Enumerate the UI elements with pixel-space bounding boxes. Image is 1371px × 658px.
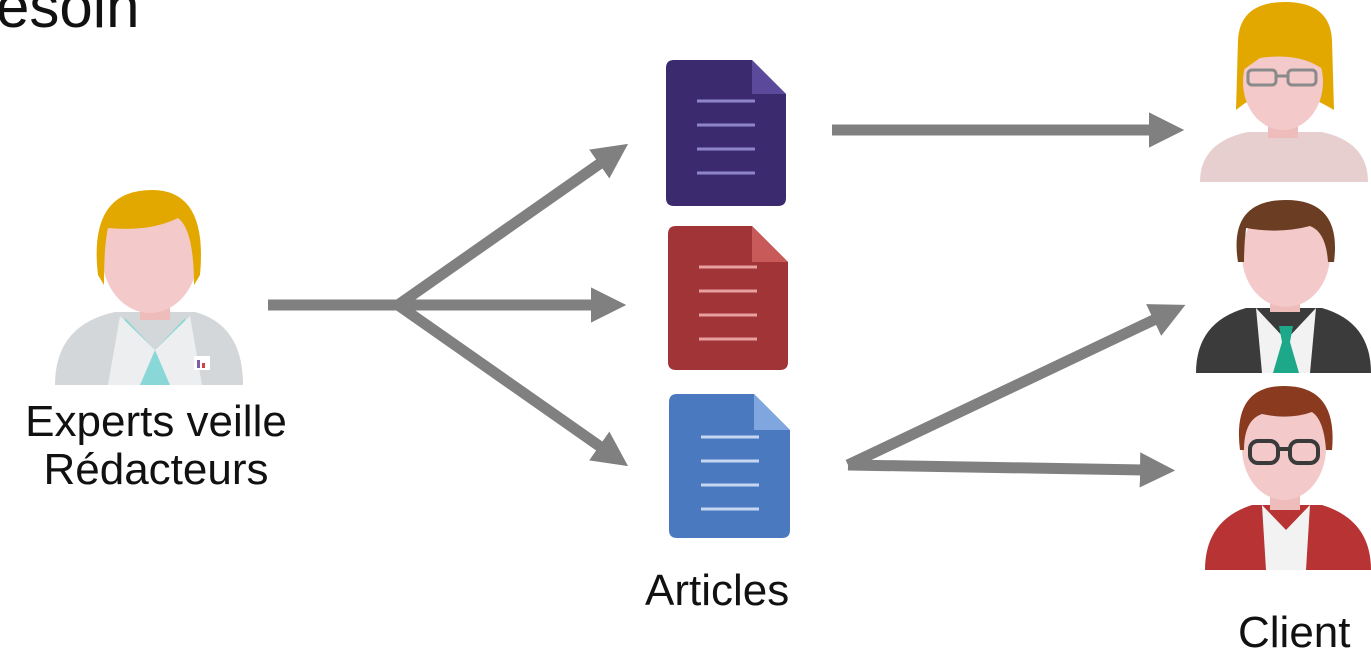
- expert-label: Experts veille Rédacteurs: [0, 398, 312, 494]
- title-fragment: esoin: [0, 0, 140, 40]
- female-client-avatar-icon: [1200, 2, 1368, 182]
- expert-label-line1: Experts veille: [25, 397, 287, 446]
- client-label: Client: [1238, 608, 1351, 657]
- blue-document-icon: [669, 394, 790, 538]
- purple-document-icon: [666, 60, 786, 206]
- red-document-icon: [668, 226, 788, 370]
- expert-flow-arrows: [268, 143, 629, 467]
- expert-label-line2: Rédacteurs: [43, 445, 269, 494]
- articles-label: Articles: [645, 566, 790, 615]
- glasses-client-avatar-icon: [1205, 386, 1371, 570]
- businessman-client-avatar-icon: [1196, 200, 1371, 373]
- client-flow-arrows: [832, 112, 1186, 488]
- expert-avatar: [55, 190, 243, 385]
